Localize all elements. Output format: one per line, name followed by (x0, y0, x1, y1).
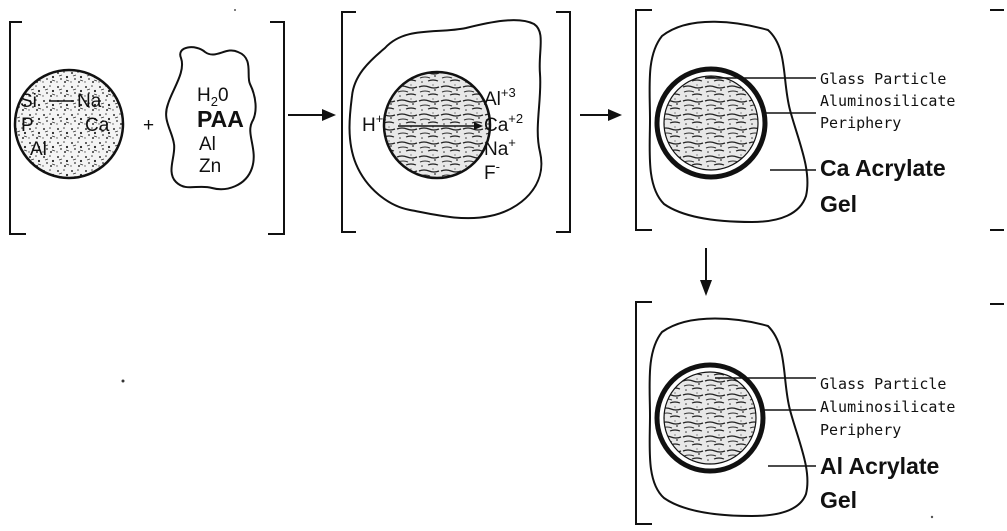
panel3-left-bracket (635, 9, 652, 231)
aluminosilicate-periphery-ring-2 (654, 362, 766, 474)
scan-speck (930, 515, 934, 519)
aluminum-label: Al (199, 134, 216, 155)
plus-sign: + (143, 115, 154, 136)
element-na: Na (77, 91, 102, 112)
glass-particle-unreacted (13, 68, 125, 180)
glass-particle-core (663, 75, 759, 171)
label-periphery-line2: Periphery (820, 114, 901, 132)
ion-f: F- (484, 159, 500, 184)
ion-al: Al+3 (484, 85, 516, 110)
panel1-left-bracket (9, 21, 26, 235)
al-gel-matrix (648, 317, 809, 518)
label-periphery-line1: Aluminosilicate (820, 92, 955, 110)
zinc-label: Zn (199, 156, 221, 177)
ion-na: Na+ (484, 135, 516, 160)
acid-solution-blob (348, 19, 543, 220)
panel-acid-attack: H+ Al+3 Ca+2 Na+ F- (341, 11, 571, 233)
scan-speck (121, 379, 125, 383)
reaction-arrow-3 (700, 248, 712, 296)
aluminosilicate-periphery-ring (654, 66, 768, 180)
panel-ca-acrylate: Glass Particle Aluminosilicate Periphery… (635, 9, 1004, 231)
paa-label: PAA (197, 106, 244, 132)
panel1-right-bracket (268, 21, 285, 235)
glass-particle-attacked (382, 70, 492, 180)
label-al-gel-line1: Al Acrylate (820, 453, 939, 479)
panel2-left-bracket (341, 11, 356, 233)
label-al-gel-line2: Gel (820, 487, 857, 513)
element-al: Al (30, 139, 47, 160)
label-glass-particle-2: Glass Particle (820, 375, 946, 393)
ion-ca: Ca+2 (484, 111, 523, 136)
label-ca-gel-line1: Ca Acrylate (820, 155, 946, 181)
proton-label: H+ (362, 111, 383, 136)
glass-particle-core-2 (663, 371, 757, 465)
label-ca-gel-line2: Gel (820, 191, 857, 217)
ca-gel-matrix (648, 20, 809, 224)
element-ca: Ca (85, 115, 110, 136)
element-p: P (21, 115, 34, 136)
water-label: H20 (197, 85, 229, 109)
element-si: Si (20, 91, 37, 112)
label-periphery-2-line2: Periphery (820, 421, 901, 439)
panel-reactants: Si Na P Ca Al + H20 PAA Al Zn (9, 21, 285, 235)
panel4-left-bracket (635, 301, 652, 525)
reaction-arrow-1 (288, 109, 336, 121)
reaction-arrow-2 (580, 109, 622, 121)
scan-speck (234, 9, 236, 11)
label-glass-particle: Glass Particle (820, 70, 946, 88)
panel2-right-bracket (556, 11, 571, 233)
label-periphery-2-line1: Aluminosilicate (820, 398, 955, 416)
polyacid-liquid-blob (165, 46, 257, 191)
panel-al-acrylate: Glass Particle Aluminosilicate Periphery… (635, 301, 1004, 525)
